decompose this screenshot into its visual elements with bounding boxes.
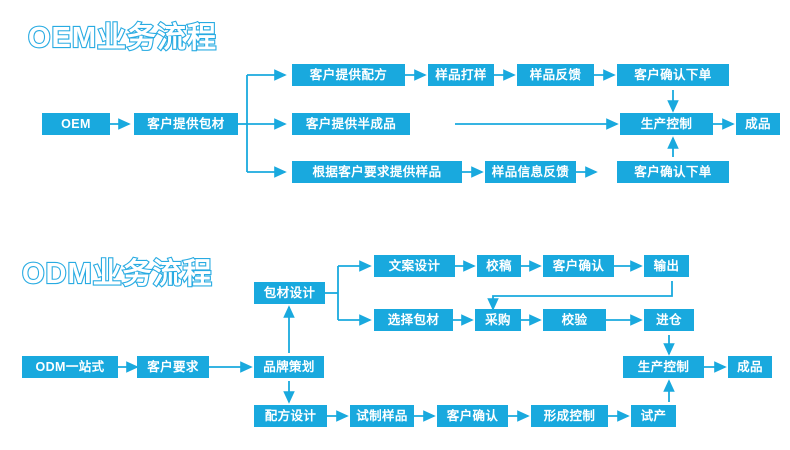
oem-node-production-control[interactable]: 生产控制 bbox=[620, 113, 713, 135]
oem-node-row1-feedback[interactable]: 样品反馈 bbox=[517, 64, 594, 86]
oem-node-row1-sampling[interactable]: 样品打样 bbox=[428, 64, 494, 86]
odm-node-row1-proofreading[interactable]: 校稿 bbox=[477, 255, 521, 277]
odm-node-brand-planning[interactable]: 品牌策划 bbox=[254, 356, 324, 378]
odm-node-row3-customer-confirm[interactable]: 客户确认 bbox=[437, 405, 508, 427]
odm-section-title: ODM业务流程 bbox=[21, 257, 213, 291]
odm-node-finished-product[interactable]: 成品 bbox=[728, 356, 772, 378]
odm-node-row1-output[interactable]: 输出 bbox=[644, 255, 689, 277]
odm-node-row2-warehousing[interactable]: 进仓 bbox=[644, 309, 694, 331]
odm-node-production-control[interactable]: 生产控制 bbox=[623, 356, 704, 378]
odm-node-requirement[interactable]: 客户要求 bbox=[137, 356, 209, 378]
odm-node-start[interactable]: ODM一站式 bbox=[22, 356, 118, 378]
oem-node-row2-semifinished[interactable]: 客户提供半成品 bbox=[292, 113, 410, 135]
oem-node-finished-product[interactable]: 成品 bbox=[736, 113, 780, 135]
odm-node-row3-formula-design[interactable]: 配方设计 bbox=[254, 405, 327, 427]
oem-node-row3-confirm-order[interactable]: 客户确认下单 bbox=[617, 161, 729, 183]
oem-node-row1-formula[interactable]: 客户提供配方 bbox=[292, 64, 405, 86]
oem-section-title: OEM业务流程 bbox=[27, 21, 218, 55]
oem-node-row3-sample-info-feedback[interactable]: 样品信息反馈 bbox=[485, 161, 576, 183]
odm-node-row3-trial-production[interactable]: 试产 bbox=[631, 405, 676, 427]
odm-node-row1-copywriting[interactable]: 文案设计 bbox=[374, 255, 455, 277]
odm-node-row3-form-control[interactable]: 形成控制 bbox=[531, 405, 608, 427]
odm-node-row2-inspection[interactable]: 校验 bbox=[543, 309, 606, 331]
odm-node-row1-customer-confirm[interactable]: 客户确认 bbox=[543, 255, 614, 277]
odm-node-packaging-design[interactable]: 包材设计 bbox=[254, 282, 325, 304]
oem-node-row1-confirm-order[interactable]: 客户确认下单 bbox=[617, 64, 729, 86]
odm-node-row2-select-packaging[interactable]: 选择包材 bbox=[374, 309, 453, 331]
oem-node-row3-provide-sample[interactable]: 根据客户要求提供样品 bbox=[292, 161, 462, 183]
odm-node-row3-trial-sample[interactable]: 试制样品 bbox=[350, 405, 414, 427]
oem-node-packaging[interactable]: 客户提供包材 bbox=[134, 113, 238, 135]
odm-node-row2-purchase[interactable]: 采购 bbox=[475, 309, 521, 331]
oem-node-start[interactable]: OEM bbox=[42, 113, 110, 135]
